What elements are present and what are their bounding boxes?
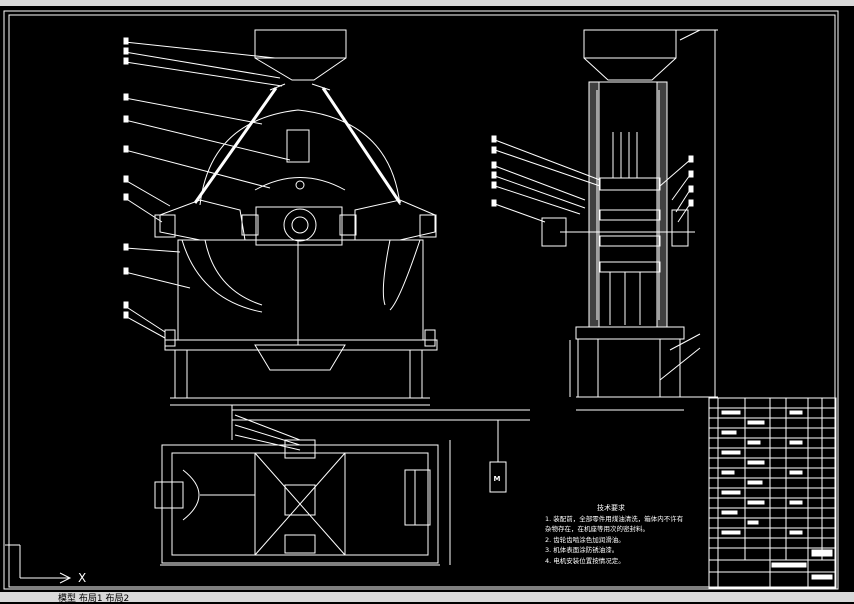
top-view: [154, 405, 530, 566]
requirement-line: 杂物存在，在机座等用次的密封料。: [545, 525, 649, 533]
window-top-bar: [0, 0, 854, 6]
side-view: [491, 29, 718, 411]
technical-requirements: 技术要求 1. 装配前，全部零件用煤油清洗，箱体内不许有 杂物存在，在机座等用次…: [545, 503, 683, 566]
requirement-line: 3. 机体表面涂防锈油漆。: [545, 546, 619, 554]
requirement-line: 1. 装配前，全部零件用煤油清洗，箱体内不许有: [545, 514, 684, 523]
drawing-frame-inner: [8, 14, 836, 588]
title-block: [708, 397, 837, 589]
layout-tabs-bar[interactable]: 模型 布局1 布局2: [0, 592, 854, 604]
ucs-icon: [5, 544, 72, 584]
requirement-line: 2. 齿轮齿啮涂色加润滑油。: [545, 535, 625, 544]
motor-label: M: [493, 475, 501, 483]
front-view: [123, 29, 438, 406]
requirement-line: 4. 电机安装位置按情况定。: [545, 556, 625, 565]
ucs-x-label: X: [78, 571, 87, 585]
technical-requirements-title: 技术要求: [597, 504, 625, 512]
layout-tabs-text[interactable]: 模型 布局1 布局2: [58, 594, 130, 604]
drawing-frame-outer: [3, 10, 839, 590]
